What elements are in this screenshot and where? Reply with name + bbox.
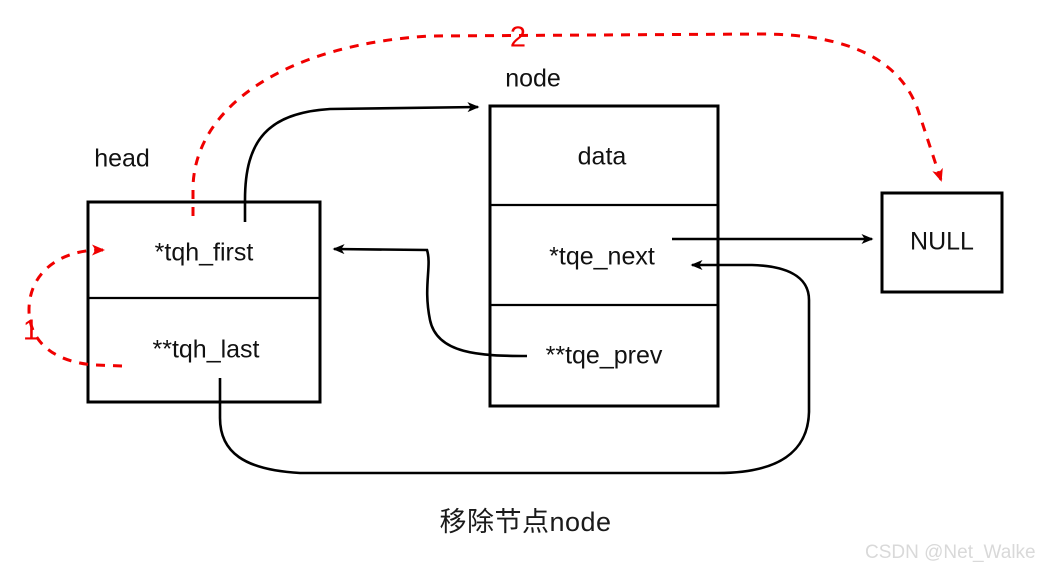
connector-tqh-first-to-node [243,102,480,222]
head-box: *tqh_first **tqh_last [86,200,322,404]
node-field-tqe-next: *tqe_next [549,243,655,271]
node-box: data *tqe_next **tqe_prev [488,104,720,408]
watermark: CSDN @Net_Walke [865,542,1036,563]
null-box-label: NULL [910,228,974,256]
node-field-data: data [578,143,627,171]
node-field-tqe-prev: **tqe_prev [546,342,663,370]
connector-tqh-last-to-tqe-next [218,260,811,475]
head-field-tqh-last: **tqh_last [152,336,259,364]
node-box-rect [488,104,720,408]
connector-step2-head-to-null [191,32,943,216]
diagram-caption: 移除节点node [439,507,612,537]
connector-tqe-prev-to-tqh-first [332,244,528,358]
head-box-rect [86,200,322,404]
node-box-title: node [505,65,561,93]
head-box-title: head [94,145,150,173]
connector-step1-tqh-last-to-tqh-first [27,244,123,368]
step-number-2: 2 [510,22,526,54]
null-box: NULL [880,191,1004,294]
head-field-tqh-first: *tqh_first [155,239,254,267]
step-number-1: 1 [23,315,39,347]
null-box-rect [880,191,1004,294]
